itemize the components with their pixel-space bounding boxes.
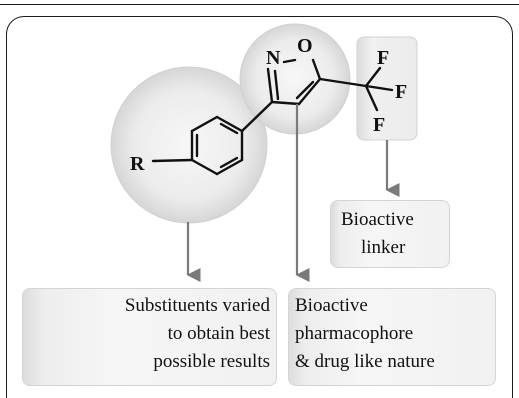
frame-border	[6, 16, 513, 398]
substituents-line-2: to obtain best	[167, 323, 270, 344]
substituents-line-1: Substituents varied	[124, 295, 270, 316]
atom-n: N	[266, 47, 281, 69]
atom-f-right: F	[395, 81, 407, 103]
cf3-bonds	[364, 66, 394, 112]
atom-o: O	[297, 35, 313, 57]
linker-label-box: Bioactive linker	[330, 200, 450, 268]
atom-f-top: F	[377, 47, 389, 69]
pharmacophore-label-box: Bioactive pharmacophore & drug like natu…	[288, 288, 496, 386]
pharmacophore-line-2: pharmacophore	[295, 323, 414, 344]
atom-f-bottom: F	[373, 114, 385, 136]
frame-top-rule	[0, 4, 519, 5]
linker-line-2: linker	[361, 237, 406, 258]
atom-r: R	[130, 153, 145, 175]
pharmacophore-line-3: & drug like nature	[295, 351, 435, 372]
benzene-ring	[190, 115, 244, 176]
substituents-label-box: Substituents varied to obtain best possi…	[22, 288, 277, 386]
aryl-isoxazole-bond	[240, 100, 274, 133]
isoxazole-ring	[266, 58, 322, 106]
substituents-line-3: possible results	[153, 351, 270, 372]
isoxazole-cf3-bond	[318, 77, 368, 88]
r-bond	[151, 158, 194, 163]
linker-line-1: Bioactive	[341, 209, 414, 230]
pharmacophore-line-1: Bioactive	[295, 295, 368, 316]
